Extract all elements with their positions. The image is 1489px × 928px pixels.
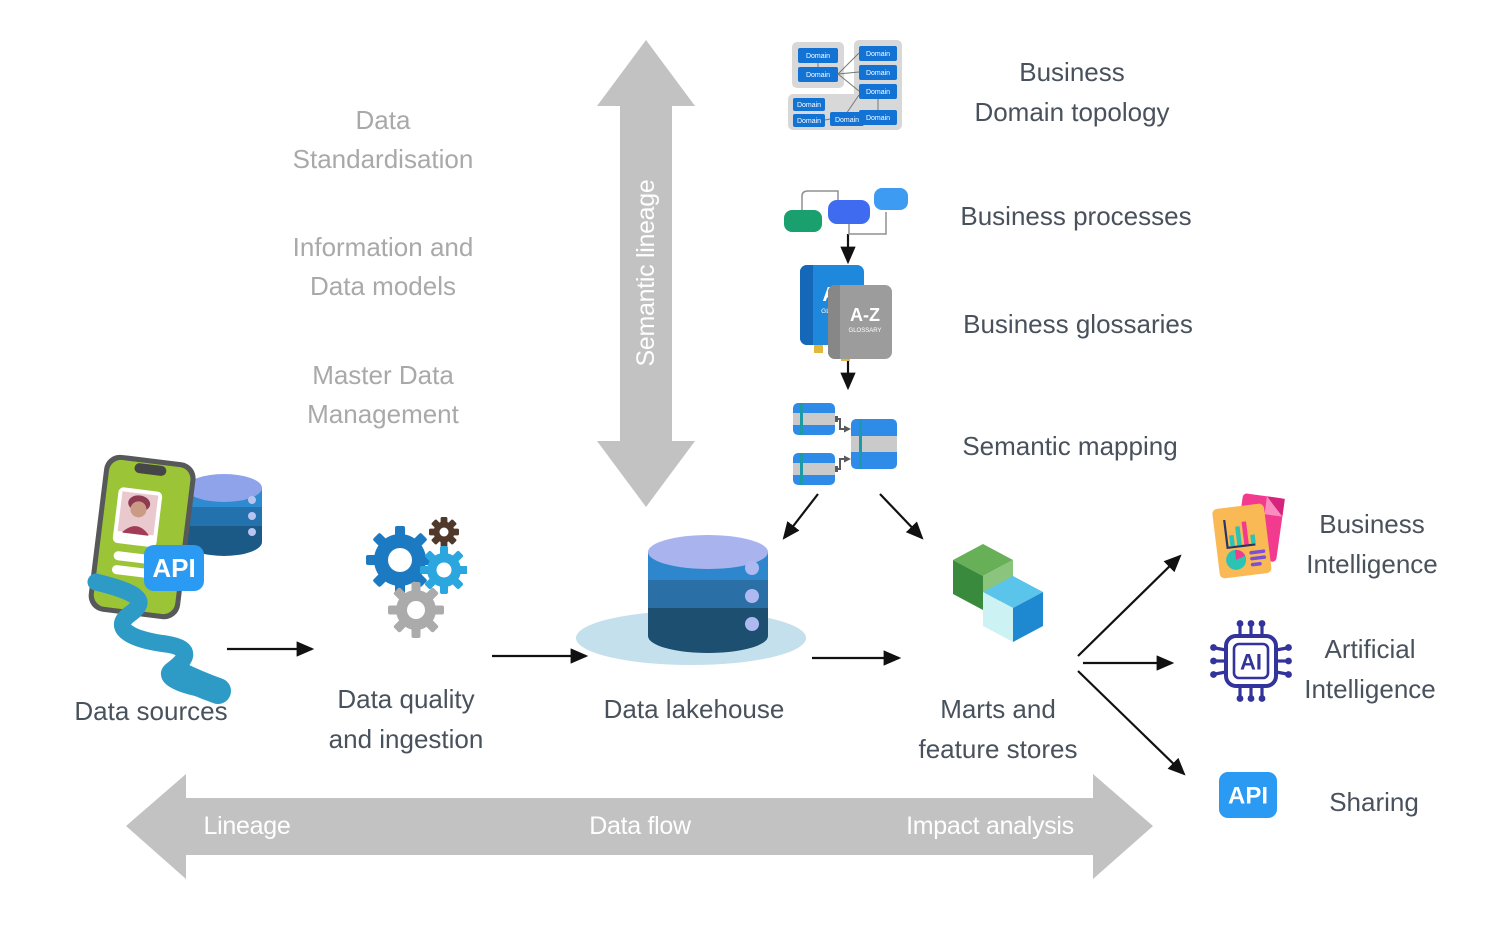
note-line: Data [355, 105, 411, 135]
arrow-mapping-to-lakehouse [782, 493, 819, 540]
arrow-mapping-to-marts [879, 493, 924, 540]
label-line: Artificial [1324, 634, 1416, 664]
artificial-intelligence-icon: AI [1210, 620, 1292, 702]
label-marts-feature-stores: Marts and feature stores [873, 689, 1123, 769]
domain-box-label: Domain [806, 53, 830, 60]
bottom-axis-arrow [126, 774, 1153, 879]
bottom-axis-label-data-flow: Data flow [589, 812, 691, 840]
label-data-sources: Data sources [26, 691, 276, 731]
note-line: Information and [292, 232, 474, 262]
label-line: Data quality [337, 684, 475, 714]
label-line: Sharing [1329, 787, 1419, 817]
domain-topology-icon: Domain Domain Domain Domain Domain Domai… [788, 40, 902, 130]
note-information-data-models: Information and Data models [233, 228, 533, 306]
note-line: Standardisation [292, 144, 474, 174]
api-badge-icon: API [144, 545, 204, 591]
gear-large [366, 526, 434, 594]
bottom-axis-label-lineage: Lineage [203, 812, 291, 840]
domain-box-label: Domain [866, 51, 890, 58]
label-line: Domain topology [974, 97, 1170, 127]
label-line: Intelligence [1304, 674, 1436, 704]
label-artificial-intelligence: Artificial Intelligence [1260, 629, 1480, 709]
arrow-marts-to-bi [1077, 554, 1182, 657]
domain-box-label: Domain [806, 72, 830, 79]
label-line: Marts and [940, 694, 1056, 724]
note-line: Management [307, 399, 459, 429]
label-line: and ingestion [328, 724, 484, 754]
label-line: Business [1319, 509, 1425, 539]
sharing-api-icon: API [1219, 772, 1277, 818]
mapping-target-table [851, 419, 897, 469]
marts-cubes-icon [953, 544, 1043, 642]
api-badge-text: API [1228, 783, 1268, 810]
cube-green [953, 544, 1013, 610]
note-line: Data models [310, 271, 456, 301]
gear-medium-lightblue [420, 546, 467, 594]
data-lakehouse-icon [576, 535, 806, 665]
river-icon [87, 573, 231, 704]
label-business-glossaries: Business glossaries [928, 304, 1228, 344]
note-data-standardisation: Data Standardisation [233, 101, 533, 179]
report-paper-orange [1212, 503, 1272, 579]
ai-chip-text: AI [1240, 650, 1262, 675]
glossary-books-icon: A-Z GLOSSARY A-Z GLOSSARY [800, 265, 892, 361]
mapping-source-table-bottom [793, 453, 835, 485]
arrow-marts-to-sharing [1077, 670, 1186, 776]
domain-box-label: Domain [835, 117, 859, 124]
label-semantic-mapping: Semantic mapping [920, 426, 1220, 466]
domain-box-label: Domain [866, 115, 890, 122]
glossary-title-text: A-Z [850, 305, 880, 325]
semantic-mapping-icon [793, 403, 897, 485]
label-line: Business processes [960, 201, 1192, 231]
business-intelligence-icon [1212, 493, 1285, 579]
label-line: Semantic mapping [962, 431, 1178, 461]
domain-box-label: Domain [866, 70, 890, 77]
label-data-quality-ingestion: Data quality and ingestion [281, 679, 531, 759]
gear-small-dark [429, 517, 459, 547]
label-business-processes: Business processes [926, 196, 1226, 236]
note-master-data-management: Master Data Management [233, 356, 533, 434]
label-line: feature stores [918, 734, 1078, 764]
label-sharing: Sharing [1264, 782, 1484, 822]
label-line: Business [1019, 57, 1125, 87]
business-processes-icon [784, 188, 908, 235]
domain-box-label: Domain [797, 118, 821, 125]
note-line: Master Data [312, 360, 454, 390]
gear-gray [388, 582, 444, 638]
label-line: Data lakehouse [603, 694, 785, 724]
label-line: Intelligence [1306, 549, 1438, 579]
gears-icon [366, 517, 467, 638]
domain-box-label: Domain [866, 89, 890, 96]
label-business-domain-topology: Business Domain topology [922, 52, 1222, 132]
api-badge-text: API [152, 553, 195, 583]
label-line: Business glossaries [963, 309, 1193, 339]
glossary-subtitle-text: GLOSSARY [849, 328, 882, 334]
lakehouse-cylinder [648, 535, 768, 653]
semantic-lineage-axis-arrow [597, 40, 695, 507]
domain-box-label: Domain [797, 102, 821, 109]
cube-cyan [983, 576, 1043, 642]
database-icon [186, 474, 262, 556]
label-line: Data sources [74, 696, 228, 726]
data-sources-icon: API [87, 454, 262, 704]
bottom-axis-label-impact-analysis: Impact analysis [906, 812, 1074, 840]
mapping-source-table-top [793, 403, 835, 435]
label-data-lakehouse: Data lakehouse [569, 689, 819, 729]
glossary-book-gray: A-Z GLOSSARY [828, 285, 892, 361]
label-business-intelligence: Business Intelligence [1262, 504, 1482, 584]
